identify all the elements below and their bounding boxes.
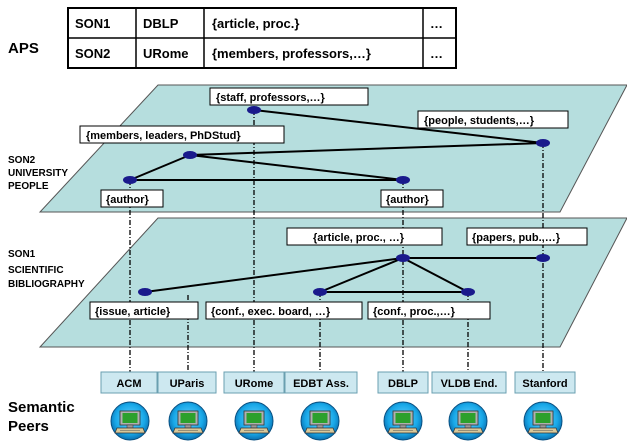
peer-label-uparis: UParis bbox=[170, 378, 205, 390]
peer-label-vldb: VLDB End. bbox=[441, 378, 498, 390]
label-author-left: {author} bbox=[106, 194, 150, 206]
node-people bbox=[536, 139, 550, 147]
peer-label-stanford: Stanford bbox=[522, 378, 567, 390]
computer-icon bbox=[300, 401, 340, 441]
semantic-peers-label: Semantic Peers bbox=[8, 399, 75, 435]
computer-icon bbox=[168, 401, 208, 441]
aps-table: SON1 DBLP {article, proc.} … SON2 URome … bbox=[67, 7, 457, 69]
computer-icon bbox=[234, 401, 274, 441]
aps-label: APS bbox=[8, 40, 39, 57]
peer-label-edbt: EDBT Ass. bbox=[293, 378, 349, 390]
son1-nodes bbox=[138, 254, 550, 296]
son1-edges bbox=[144, 257, 543, 293]
aps-row1-more: … bbox=[430, 16, 443, 31]
aps-row2-more: … bbox=[430, 46, 443, 61]
peer-edbt[interactable]: EDBT Ass. bbox=[284, 371, 358, 441]
label-conf-exec: {conf., exec. board, …} bbox=[211, 306, 331, 318]
peers-label-line1: Semantic bbox=[8, 399, 75, 416]
node-members bbox=[183, 151, 197, 159]
peer-urome[interactable]: URome bbox=[223, 371, 285, 441]
label-conf-proc: {conf., proc.,…} bbox=[373, 306, 456, 318]
son2-label: SON2 UNIVERSITY PEOPLE bbox=[8, 155, 68, 192]
aps-row1-concepts: {article, proc.} bbox=[212, 16, 299, 31]
son2-edges bbox=[129, 109, 544, 181]
son1-label-line3: BIBLIOGRAPHY bbox=[8, 279, 85, 290]
node-staff bbox=[247, 106, 261, 114]
computer-icon bbox=[383, 401, 423, 441]
aps-row2-concepts: {members, professors,…} bbox=[212, 46, 371, 61]
peer-label-dblp: DBLP bbox=[388, 378, 418, 390]
peer-label-acm: ACM bbox=[116, 378, 141, 390]
label-people: {people, students,…} bbox=[424, 115, 535, 127]
son2-label-line2: UNIVERSITY bbox=[8, 168, 68, 179]
node-conf-proc bbox=[461, 288, 475, 296]
aps-row1-son: SON1 bbox=[75, 16, 110, 31]
peer-acm[interactable]: ACM bbox=[100, 371, 158, 441]
son2-concept-labels: {staff, professors,…} {people, students,… bbox=[79, 87, 569, 208]
label-members: {members, leaders, PhDStud} bbox=[86, 130, 241, 142]
computer-icon bbox=[523, 401, 563, 441]
son2-label-line1: SON2 bbox=[8, 155, 36, 166]
label-staff: {staff, professors,…} bbox=[216, 92, 326, 104]
peer-label-urome: URome bbox=[235, 378, 274, 390]
son2-nodes bbox=[123, 106, 550, 184]
computer-icon bbox=[110, 401, 150, 441]
son2-label-line3: PEOPLE bbox=[8, 181, 49, 192]
node-issue bbox=[138, 288, 152, 296]
peer-dblp[interactable]: DBLP bbox=[377, 371, 429, 441]
peers-label-line2: Peers bbox=[8, 418, 49, 435]
label-article: {article, proc., …} bbox=[313, 232, 405, 244]
computer-icon bbox=[448, 401, 488, 441]
son1-concept-labels: {article, proc., …} {papers, pub.,…} {is… bbox=[89, 227, 588, 320]
label-issue: {issue, article} bbox=[95, 306, 171, 318]
node-conf-exec bbox=[313, 288, 327, 296]
node-papers bbox=[536, 254, 550, 262]
aps-row2-son: SON2 bbox=[75, 46, 110, 61]
peer-stanford[interactable]: Stanford bbox=[514, 371, 576, 441]
node-article bbox=[396, 254, 410, 262]
son1-label: SON1 SCIENTIFIC BIBLIOGRAPHY bbox=[8, 249, 85, 290]
son1-label-line1: SON1 bbox=[8, 249, 36, 260]
node-author-left bbox=[123, 176, 137, 184]
label-author-right: {author} bbox=[386, 194, 430, 206]
peer-uparis[interactable]: UParis bbox=[157, 371, 217, 441]
aps-row2-peer: URome bbox=[143, 46, 189, 61]
peer-vldb[interactable]: VLDB End. bbox=[431, 371, 507, 441]
son1-label-line2: SCIENTIFIC bbox=[8, 265, 64, 276]
aps-row1-peer: DBLP bbox=[143, 16, 179, 31]
node-author-right bbox=[396, 176, 410, 184]
label-papers: {papers, pub.,…} bbox=[472, 232, 561, 244]
